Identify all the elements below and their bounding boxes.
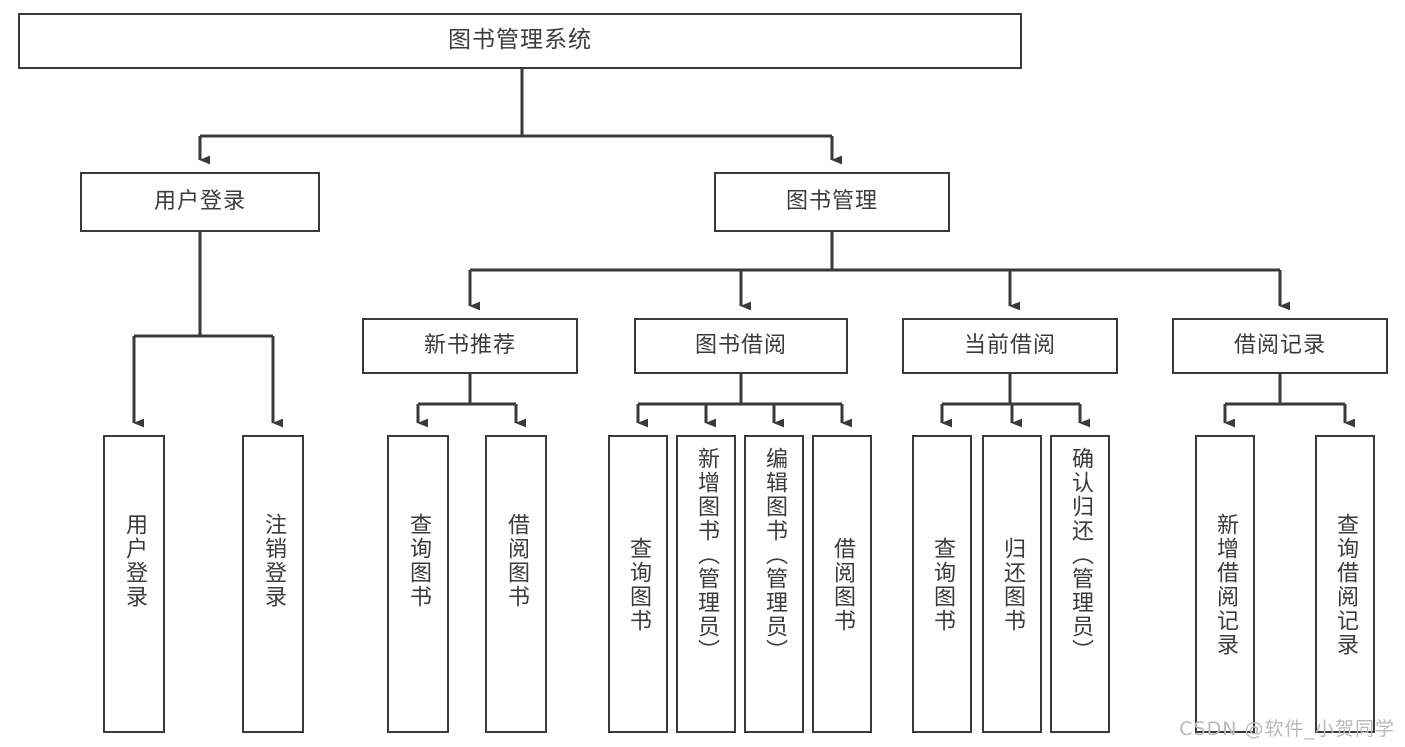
node-leaf-nbr-borrow[interactable]: 借阅图书: [485, 435, 547, 733]
node-leaf-nbr-query-label: 查询图书: [405, 513, 431, 609]
node-book-borrow[interactable]: 图书借阅: [634, 318, 848, 374]
node-borrow-record-label: 借阅记录: [1233, 332, 1326, 358]
node-leaf-cb-query[interactable]: 查询图书: [912, 435, 972, 733]
node-current-borrow-label: 当前借阅: [963, 332, 1056, 358]
node-leaf-cb-query-label: 查询图书: [929, 537, 955, 633]
node-new-book-recommend-label: 新书推荐: [423, 332, 516, 358]
node-leaf-logout[interactable]: 注销登录: [242, 435, 304, 733]
node-root-label: 图书管理系统: [448, 27, 592, 54]
node-leaf-user-login-label: 用户登录: [121, 513, 147, 609]
node-current-borrow[interactable]: 当前借阅: [902, 318, 1118, 374]
node-leaf-bb-query[interactable]: 查询图书: [608, 435, 668, 733]
node-new-book-recommend[interactable]: 新书推荐: [362, 318, 578, 374]
node-leaf-nbr-borrow-label: 借阅图书: [503, 513, 529, 609]
node-user-login[interactable]: 用户登录: [80, 172, 320, 232]
node-leaf-bb-borrow-label: 借阅图书: [829, 537, 855, 633]
node-leaf-nbr-query[interactable]: 查询图书: [387, 435, 449, 733]
node-root[interactable]: 图书管理系统: [18, 13, 1022, 69]
node-leaf-bb-edit-label: 编辑图书（管理员）: [761, 447, 787, 663]
node-book-manage[interactable]: 图书管理: [714, 172, 950, 232]
node-user-login-label: 用户登录: [153, 188, 246, 214]
node-borrow-record[interactable]: 借阅记录: [1172, 318, 1388, 374]
node-leaf-user-login[interactable]: 用户登录: [103, 435, 165, 733]
node-book-borrow-label: 图书借阅: [694, 332, 787, 358]
node-leaf-br-add[interactable]: 新增借阅记录: [1195, 435, 1255, 733]
node-leaf-br-add-label: 新增借阅记录: [1212, 513, 1238, 657]
node-leaf-bb-add-label: 新增图书（管理员）: [693, 447, 719, 663]
node-leaf-cb-confirm[interactable]: 确认归还（管理员）: [1050, 435, 1110, 733]
node-leaf-br-query-label: 查询借阅记录: [1332, 513, 1358, 657]
node-leaf-bb-edit[interactable]: 编辑图书（管理员）: [744, 435, 804, 733]
node-leaf-cb-return-label: 归还图书: [999, 537, 1025, 633]
node-leaf-cb-confirm-label: 确认归还（管理员）: [1067, 447, 1093, 663]
node-leaf-cb-return[interactable]: 归还图书: [982, 435, 1042, 733]
node-book-manage-label: 图书管理: [785, 188, 878, 214]
node-leaf-bb-borrow[interactable]: 借阅图书: [812, 435, 872, 733]
node-leaf-bb-add[interactable]: 新增图书（管理员）: [676, 435, 736, 733]
node-leaf-bb-query-label: 查询图书: [625, 537, 651, 633]
watermark: CSDN @软件_小贺同学: [1179, 718, 1395, 740]
node-leaf-logout-label: 注销登录: [260, 513, 286, 609]
node-leaf-br-query[interactable]: 查询借阅记录: [1315, 435, 1375, 733]
